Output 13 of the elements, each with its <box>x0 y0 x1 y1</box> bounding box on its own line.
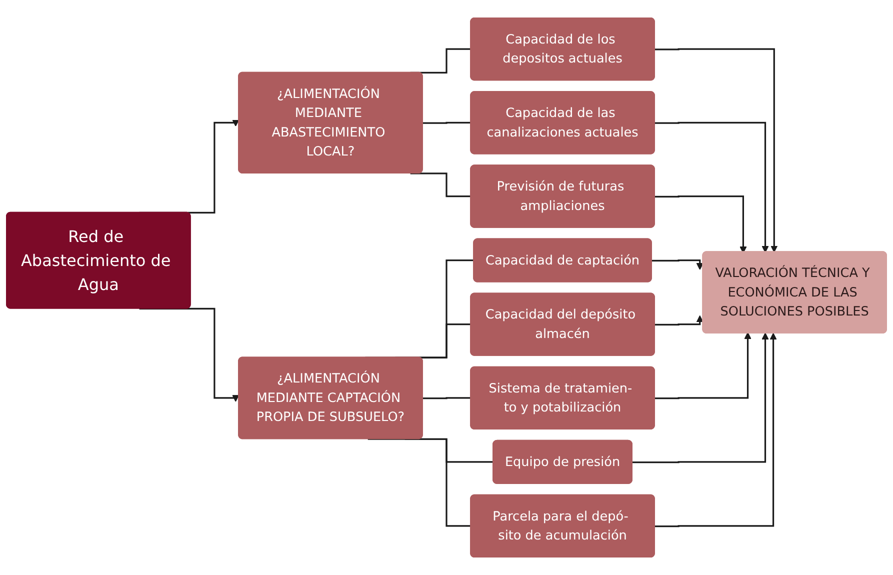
arrow <box>654 195 747 254</box>
connector <box>368 438 472 528</box>
arrow <box>139 308 240 402</box>
arrow <box>652 260 704 270</box>
connector <box>410 172 472 198</box>
connector <box>422 122 472 124</box>
arrow <box>654 332 752 400</box>
arrow <box>654 332 777 528</box>
arrow <box>654 315 704 326</box>
arrow <box>654 122 769 253</box>
connector <box>422 397 472 400</box>
arrow <box>632 332 769 464</box>
arrow <box>654 48 778 253</box>
